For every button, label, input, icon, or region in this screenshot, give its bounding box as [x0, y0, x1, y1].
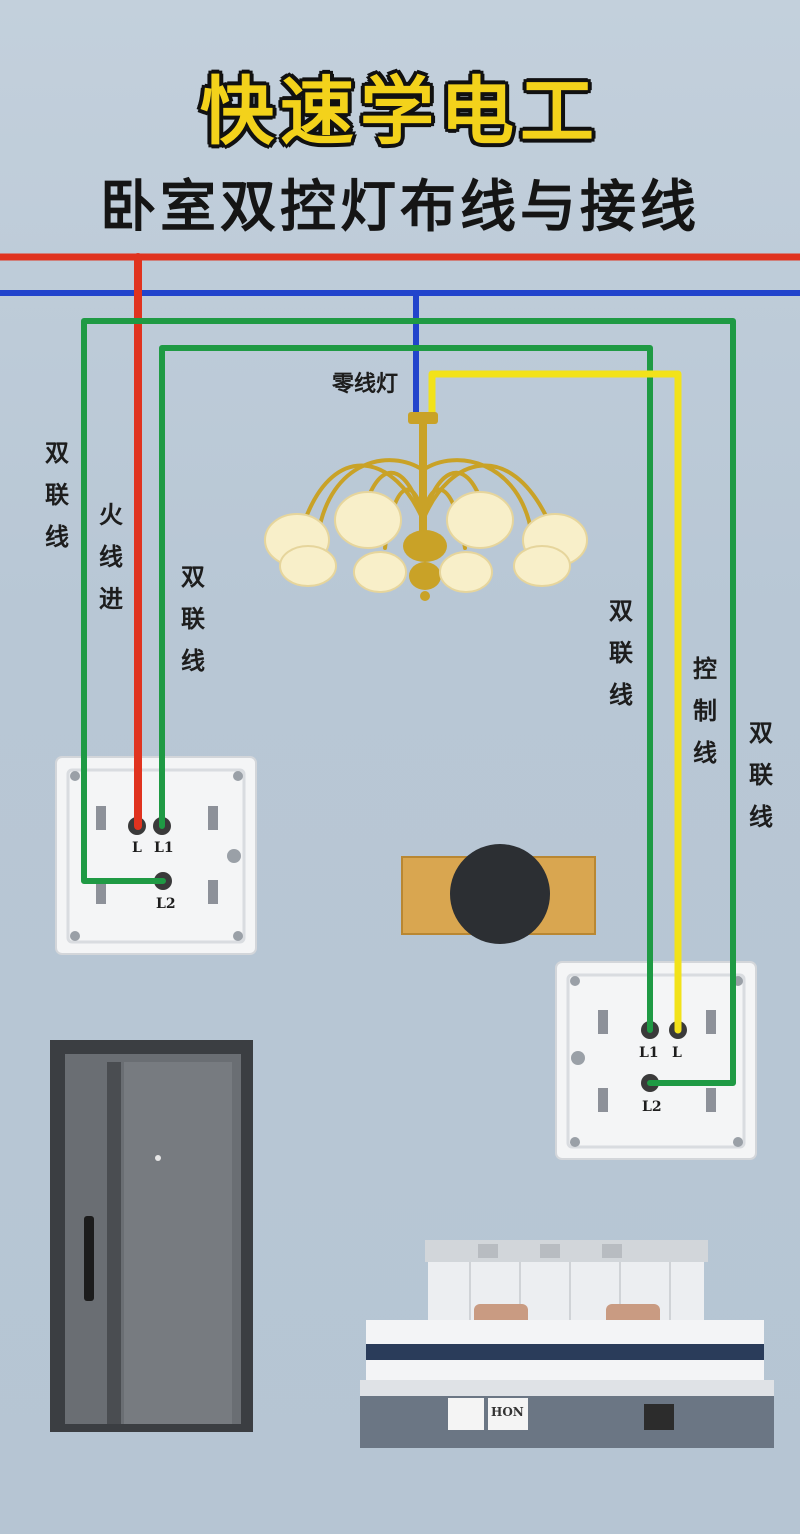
chandelier	[264, 412, 588, 601]
left-outer-traveler-label: 双联线	[45, 439, 69, 551]
right-switch-terminal-l: L	[672, 1045, 682, 1061]
right-switch-terminal-l1: L1	[639, 1045, 659, 1061]
left-inner-traveler-label: 双联线	[181, 563, 205, 675]
bed	[360, 1240, 774, 1448]
left-switch-terminal-l: L	[132, 840, 142, 856]
outer-traveler-wire	[81, 318, 736, 1086]
bed-decor-text: HON	[491, 1405, 524, 1419]
left-switch	[55, 756, 257, 955]
left-switch-terminal-l1: L1	[154, 840, 174, 856]
door	[50, 1040, 253, 1432]
right-switch	[555, 961, 757, 1160]
control-wire-label: 控制线	[693, 655, 717, 767]
right-switch-terminal-l2: L2	[642, 1099, 662, 1115]
sub-title: 卧室双控灯布线与接线	[100, 175, 700, 240]
wires	[0, 253, 800, 1086]
live-in-label: 火线进	[99, 501, 123, 613]
inner-traveler-wire	[159, 345, 653, 1033]
neutral-lamp-label: 零线灯	[332, 372, 399, 397]
right-inner-traveler-label: 双联线	[609, 597, 633, 709]
control-wire	[428, 370, 682, 1034]
left-switch-terminal-l2: L2	[156, 896, 176, 912]
right-outer-traveler-label: 双联线	[749, 719, 773, 831]
main-title: 快速学电工	[200, 69, 600, 155]
wall-decor	[401, 844, 596, 944]
